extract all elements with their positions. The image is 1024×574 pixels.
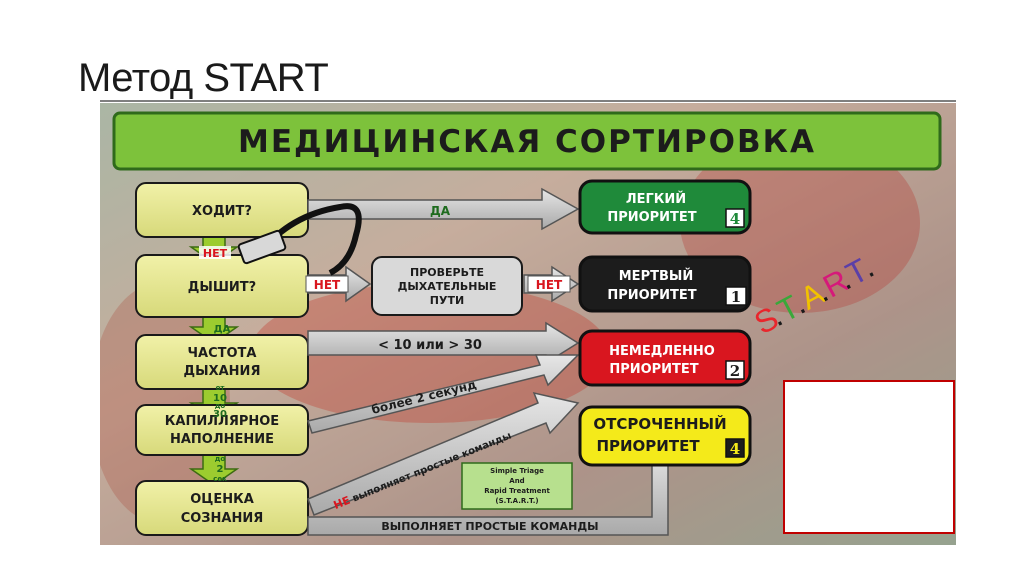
badge-immediate-bg [725,360,745,380]
step-rate-label-2: ДЫХАНИЯ [184,364,261,379]
check-airway-line1: ПРОВЕРЬТЕ [410,266,484,279]
breath-yes-label: ДА [214,324,231,335]
outcome-light-box [578,179,752,235]
tourniquet-strap [237,203,362,276]
blank-frame [783,380,955,534]
outcome-light-line2: ПРИОРИТЕТ [607,210,696,225]
badge-dead-bg [725,286,747,306]
start-caption-line1: Simple Triage [490,467,544,475]
step-refill-box [135,404,309,456]
refill-ok-label-1: до [215,455,226,463]
follows-label: ВЫПОЛНЯЕТ ПРОСТЫЕ КОМАНДЫ [381,520,598,533]
outcome-light-line1: ЛЕГКИЙ [626,191,686,207]
airway-no-bg [527,275,571,293]
outcome-delayed-box [578,405,752,467]
banner-title: МЕДИЦИНСКАЯ СОРТИРОВКА [238,124,816,160]
start-caption-labels: Simple Triage And Rapid Treatment (S.T.A… [484,467,550,505]
outcome-labels: ЛЕГКИЙ ПРИОРИТЕТ МЕРТВЫЙ ПРИОРИТЕТ НЕМЕД… [593,191,726,455]
badge-light-bg [725,208,745,228]
step-rate-box [135,334,309,390]
start-caption-line2: And [509,477,524,485]
arrow-rate-abnormal [307,321,580,365]
triage-diagram: МЕДИЦИНСКАЯ СОРТИРОВКА ХОДИТ? ДЫШИТ? ЧАС… [100,103,956,545]
walk-no-label: НЕТ [203,247,228,260]
triage-figure: МЕДИЦИНСКАЯ СОРТИРОВКА ХОДИТ? ДЫШИТ? ЧАС… [100,103,956,545]
outcome-dead-line2: ПРИОРИТЕТ [607,288,696,303]
step-rate-label-1: ЧАСТОТА [188,346,257,361]
not-follow-prefix: НЕ [332,494,352,512]
badge-delayed-number: 4 [730,440,740,458]
arrow-walk-yes [307,187,580,231]
step-refill-label-2: НАПОЛНЕНИЕ [170,432,274,447]
walk-no-bg [199,246,231,259]
breath-no-bg [305,275,349,293]
outcome-immediate-box [578,329,752,387]
slide-title: Метод START [78,56,329,100]
outcome-delayed-line1: ОТСРОЧЕННЫЙ [593,414,726,433]
rate-ok-label-4: 30 [213,409,227,420]
check-airway-line3: ПУТИ [430,294,464,307]
badge-dead-number: 1 [731,288,741,306]
banner-box [112,111,942,171]
breath-no-label: НЕТ [314,278,341,292]
step-consciousness-box [135,480,309,536]
check-airway-line2: ДЫХАТЕЛЬНЫЕ [398,280,497,293]
badge-immediate-number: 2 [730,362,740,380]
outcome-dead-box [578,255,752,313]
rate-ok-label-1: от [216,384,226,392]
rate-ok-label-3: до [215,402,226,410]
rate-ok-label-2: 10 [213,393,227,404]
title-divider [100,100,956,102]
outcome-number-badges: 4 1 2 4 [725,208,747,458]
step-consciousness-label-2: СОЗНАНИЯ [181,511,264,526]
step-breath-label: ДЫШИТ? [188,280,256,295]
walk-yes-label: ДА [430,204,451,218]
step-boxes [135,182,309,536]
step-refill-label-1: КАПИЛЛЯРНОЕ [165,414,279,429]
outcome-boxes [578,179,752,467]
start-caption-line4: (S.T.A.R.T.) [495,497,538,505]
strap-buckle [237,229,287,265]
arrow-refill-slow [307,354,580,434]
step-consciousness-label-1: ОЦЕНКА [190,492,254,507]
badge-light-number: 4 [730,210,740,228]
down-arrow-labels: НЕТ ДА от 10 до 30 до 2 сек [199,246,231,483]
badge-delayed-bg [725,438,745,458]
strap-loop [257,203,362,276]
rate-range-label: < 10 или > 30 [378,338,482,353]
airway-no-label: НЕТ [536,278,563,292]
outcome-delayed-line2: ПРИОРИТЕТ [596,437,700,455]
start-caption-box [461,462,573,510]
refill-ok-label-3: сек [213,475,227,483]
check-airway-box [371,256,523,316]
arrow-not-follow [307,391,580,516]
outcome-immediate-line2: ПРИОРИТЕТ [609,362,698,377]
outcome-dead-line1: МЕРТВЫЙ [619,268,693,284]
step-walk-label: ХОДИТ? [192,204,252,219]
step-labels: ХОДИТ? ДЫШИТ? ЧАСТОТА ДЫХАНИЯ КАПИЛЛЯРНО… [165,204,279,526]
start-caption-line3: Rapid Treatment [484,487,550,495]
check-airway-labels: ПРОВЕРЬТЕ ДЫХАТЕЛЬНЫЕ ПУТИ [398,266,497,307]
refill-ok-label-2: 2 [217,464,224,475]
outcome-immediate-line1: НЕМЕДЛЕННО [609,344,715,359]
